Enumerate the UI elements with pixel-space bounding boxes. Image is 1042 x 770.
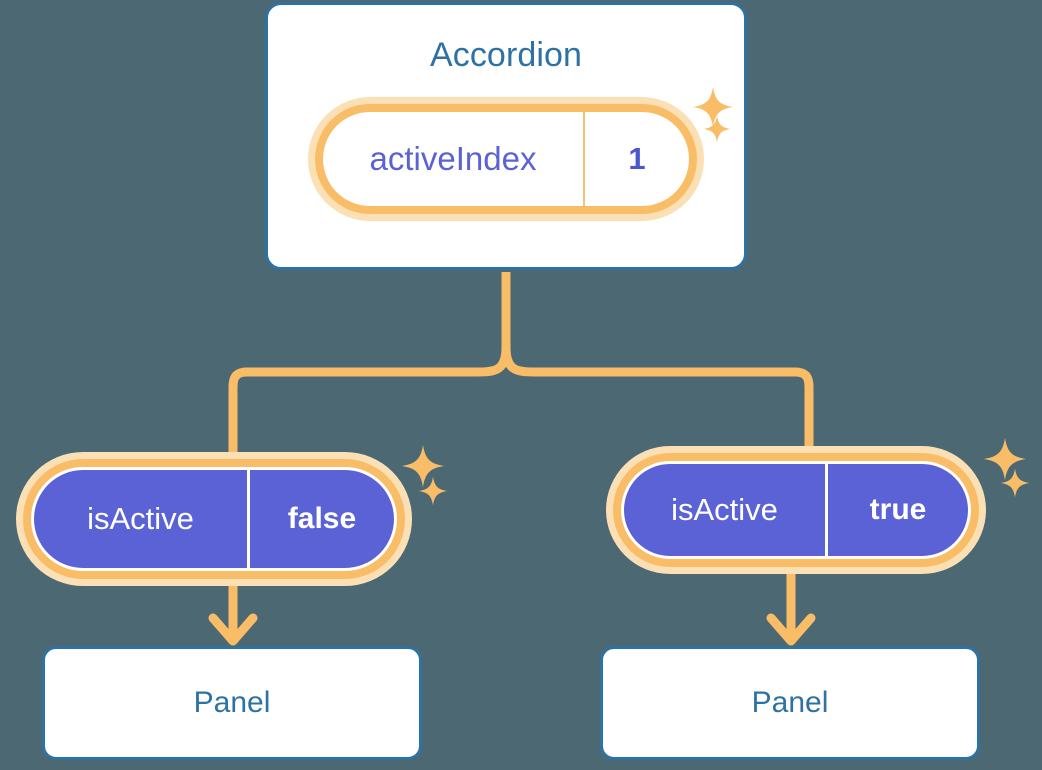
prop-pill-is-active-false[interactable]: isActive false [16, 452, 412, 586]
sparkle-left-small-icon [418, 476, 448, 506]
pill-outer-ring: isActive false [23, 459, 405, 579]
state-pill-value: 1 [628, 141, 646, 176]
state-pill-key: activeIndex [323, 112, 585, 206]
prop-pill-value: true [869, 493, 927, 526]
sparkle-right-small-icon [1000, 468, 1030, 498]
prop-pill-key: isActive [624, 464, 828, 556]
pill-outer-ring: activeIndex 1 [315, 104, 697, 214]
panel-card-right[interactable]: Panel [600, 646, 980, 760]
pill-outer-ring: isActive true [613, 453, 979, 567]
prop-pill-is-active-true[interactable]: isActive true [606, 446, 986, 574]
pill-body: isActive false [31, 467, 397, 571]
prop-pill-key: isActive [34, 470, 250, 568]
panel-card-left[interactable]: Panel [42, 646, 422, 760]
sparkle-right-large-icon [983, 437, 1027, 481]
panel-card-title: Panel [751, 686, 829, 719]
pill-body: isActive true [621, 461, 971, 559]
connector-arrow-right-head [766, 613, 816, 646]
state-pill-active-index[interactable]: activeIndex 1 [308, 97, 704, 221]
prop-pill-value: false [287, 502, 357, 535]
connector-arrow-left-head [208, 613, 258, 646]
connector-split-right [501, 342, 814, 457]
sparkle-left-large-icon [401, 444, 445, 488]
panel-card-title: Panel [193, 686, 271, 719]
accordion-card-title: Accordion [429, 36, 583, 74]
pill-body: activeIndex 1 [323, 112, 689, 206]
connector-split-left [228, 342, 511, 457]
